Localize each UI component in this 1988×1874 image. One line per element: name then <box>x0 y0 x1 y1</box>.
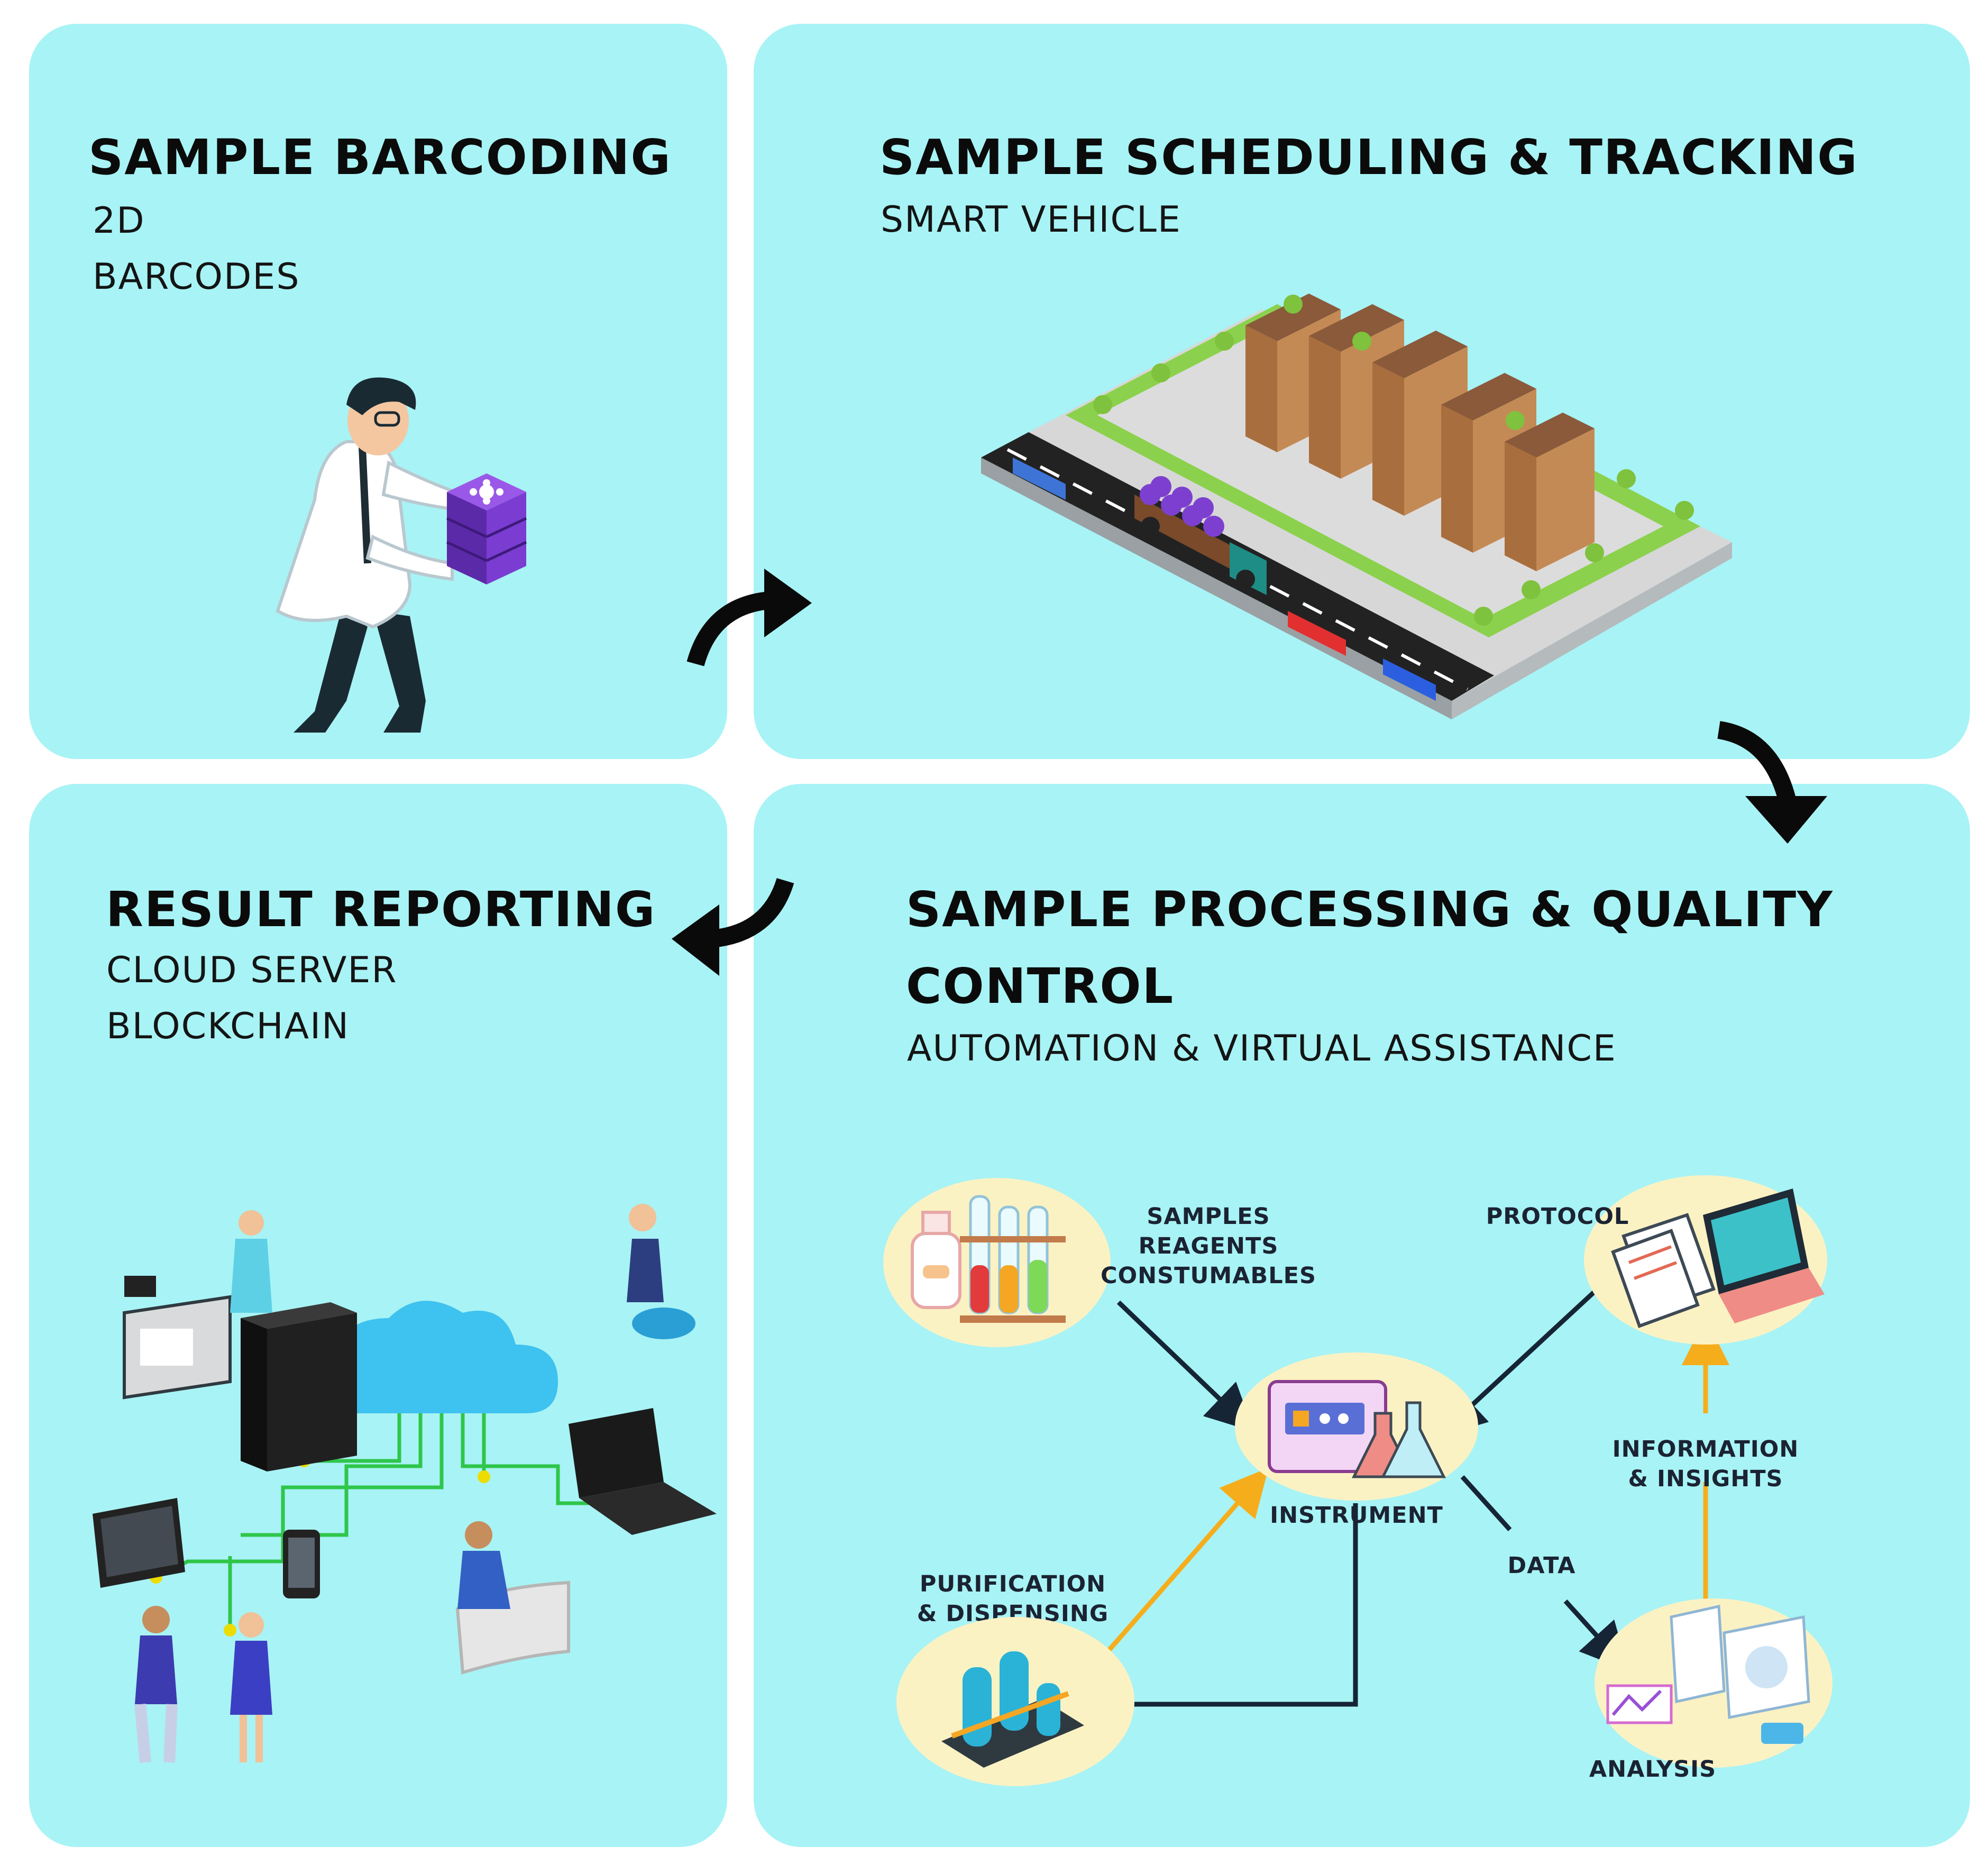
test-tubes-icon <box>883 1178 1111 1347</box>
panel-title: SAMPLE BARCODING <box>88 129 672 186</box>
analysis-screens-icon <box>1595 1598 1833 1768</box>
panel-title-line1: SAMPLE PROCESSING & QUALITY <box>906 881 1834 938</box>
panel-sample-barcoding: SAMPLE BARCODING 2D BARCODES <box>29 24 727 759</box>
analysis-label: ANALYSIS <box>1589 1756 1717 1782</box>
laptop-protocol-icon <box>1584 1175 1827 1345</box>
truck-icon <box>1134 476 1267 595</box>
panel-title: SAMPLE SCHEDULING & TRACKING <box>880 129 1858 186</box>
samples-label: SAMPLES REAGENTS CONSTUMABLES <box>1101 1203 1316 1289</box>
curved-arrow-icon <box>1717 721 1827 844</box>
panel-subtitle: SMART VEHICLE <box>881 199 1181 241</box>
purification-columns-icon <box>896 1617 1134 1786</box>
tablet-icon <box>93 1498 185 1588</box>
barcode-box-icon <box>446 473 527 584</box>
people-icon <box>134 1606 272 1763</box>
panel-subtitle: AUTOMATION & VIRTUAL ASSISTANCE <box>907 1028 1617 1069</box>
city-block-icon <box>981 294 1732 719</box>
panel-result-reporting: RESULT REPORTING CLOUD SERVER BLOCKCHAIN <box>29 784 727 1847</box>
instrument-icon <box>1235 1352 1478 1501</box>
panel-sample-scheduling: SAMPLE SCHEDULING & TRACKING SMART VEHIC… <box>754 24 1970 759</box>
protocol-label: PROTOCOL <box>1486 1203 1629 1230</box>
information-insights-label: INFORMATION & INSIGHTS <box>1612 1436 1799 1492</box>
panel-subtitle: 2D BARCODES <box>93 200 300 298</box>
panel-title-line2: CONTROL <box>906 958 1175 1014</box>
curved-arrow-icon <box>672 877 794 976</box>
data-label: DATA <box>1507 1552 1576 1579</box>
car-icon <box>1013 458 1436 701</box>
computer-tower-icon <box>241 1302 357 1471</box>
instrument-label: INSTRUMENT <box>1270 1502 1443 1529</box>
cloud-server-icon <box>93 1204 717 1763</box>
scientist-icon <box>276 377 464 733</box>
panel-sample-processing: SAMPLE PROCESSING & QUALITY CONTROL AUTO… <box>754 784 1970 1847</box>
laptop-icon <box>569 1408 717 1535</box>
purification-label: PURIFICATION & DISPENSING <box>917 1571 1109 1627</box>
workflow-connectors <box>1078 1290 1729 1728</box>
curved-arrow-icon <box>686 569 812 666</box>
panel-subtitle: CLOUD SERVER BLOCKCHAIN <box>106 949 398 1047</box>
smartphone-icon <box>283 1530 320 1598</box>
panel-title: RESULT REPORTING <box>106 881 656 938</box>
